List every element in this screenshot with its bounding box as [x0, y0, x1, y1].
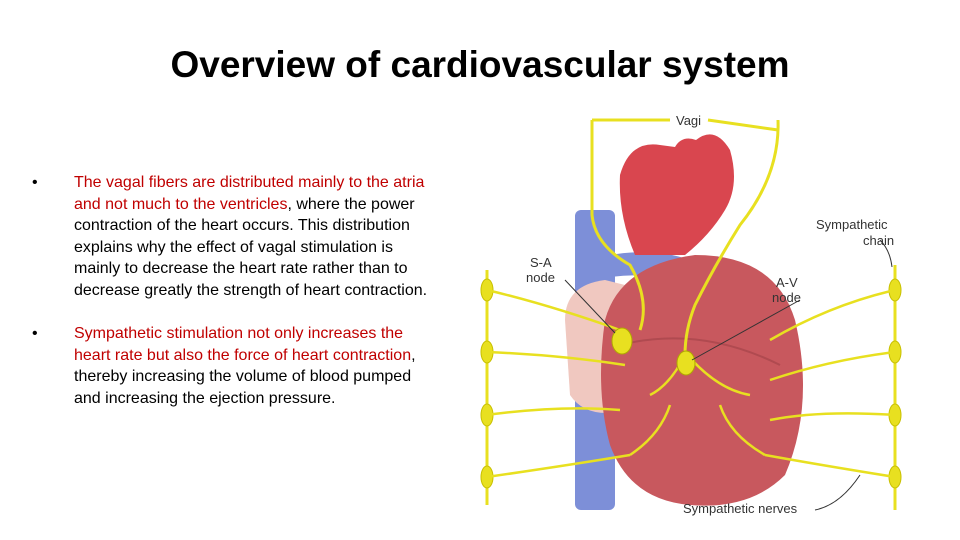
label-sa-node-2: node	[526, 270, 555, 285]
body-text: , thereby increasing the volume of blood…	[74, 346, 416, 407]
coronary-groove	[619, 337, 781, 366]
label-sympathetic-chain: Sympathetic	[816, 217, 888, 232]
ventricles	[601, 255, 803, 506]
av-node	[676, 350, 696, 376]
bullet-item-vagal: • The vagal fibers are distributed mainl…	[30, 172, 440, 301]
highlight-text: The vagal fibers are distributed mainly …	[74, 174, 425, 213]
label-av-node: A-V	[776, 275, 798, 290]
leader-lines	[564, 239, 893, 511]
bullet-item-sympathetic: • Sympathetic stimulation not only incre…	[30, 323, 440, 409]
bullet-text: The vagal fibers are distributed mainly …	[74, 172, 440, 301]
highlight-text: Sympathetic stimulation not only increas…	[74, 325, 412, 364]
label-vagi: Vagi	[676, 113, 701, 128]
label-sa-node: S-A	[530, 255, 552, 270]
vagus-nerves	[590, 118, 780, 356]
bullet-list: • The vagal fibers are distributed mainl…	[30, 172, 440, 431]
bullet-marker: •	[32, 174, 38, 191]
aorta	[619, 134, 734, 255]
slide-title: Overview of cardiovascular system	[170, 44, 790, 85]
sympathetic-nerve-branches	[486, 288, 896, 479]
heart-illustration: Vagi Sympathetic chain S-A node A-V node…	[480, 113, 902, 516]
label-sympathetic-chain-2: chain	[863, 233, 894, 248]
label-sympathetic-nerves: Sympathetic nerves	[683, 501, 798, 516]
body-text: , where the power contraction of the hea…	[74, 195, 428, 299]
heart-innervation-figure: Vagi Sympathetic chain S-A node A-V node…	[470, 105, 960, 540]
bullet-text: Sympathetic stimulation not only increas…	[74, 323, 440, 409]
sa-node	[611, 327, 633, 355]
label-av-node-2: node	[772, 290, 801, 305]
bullet-marker: •	[32, 325, 38, 342]
